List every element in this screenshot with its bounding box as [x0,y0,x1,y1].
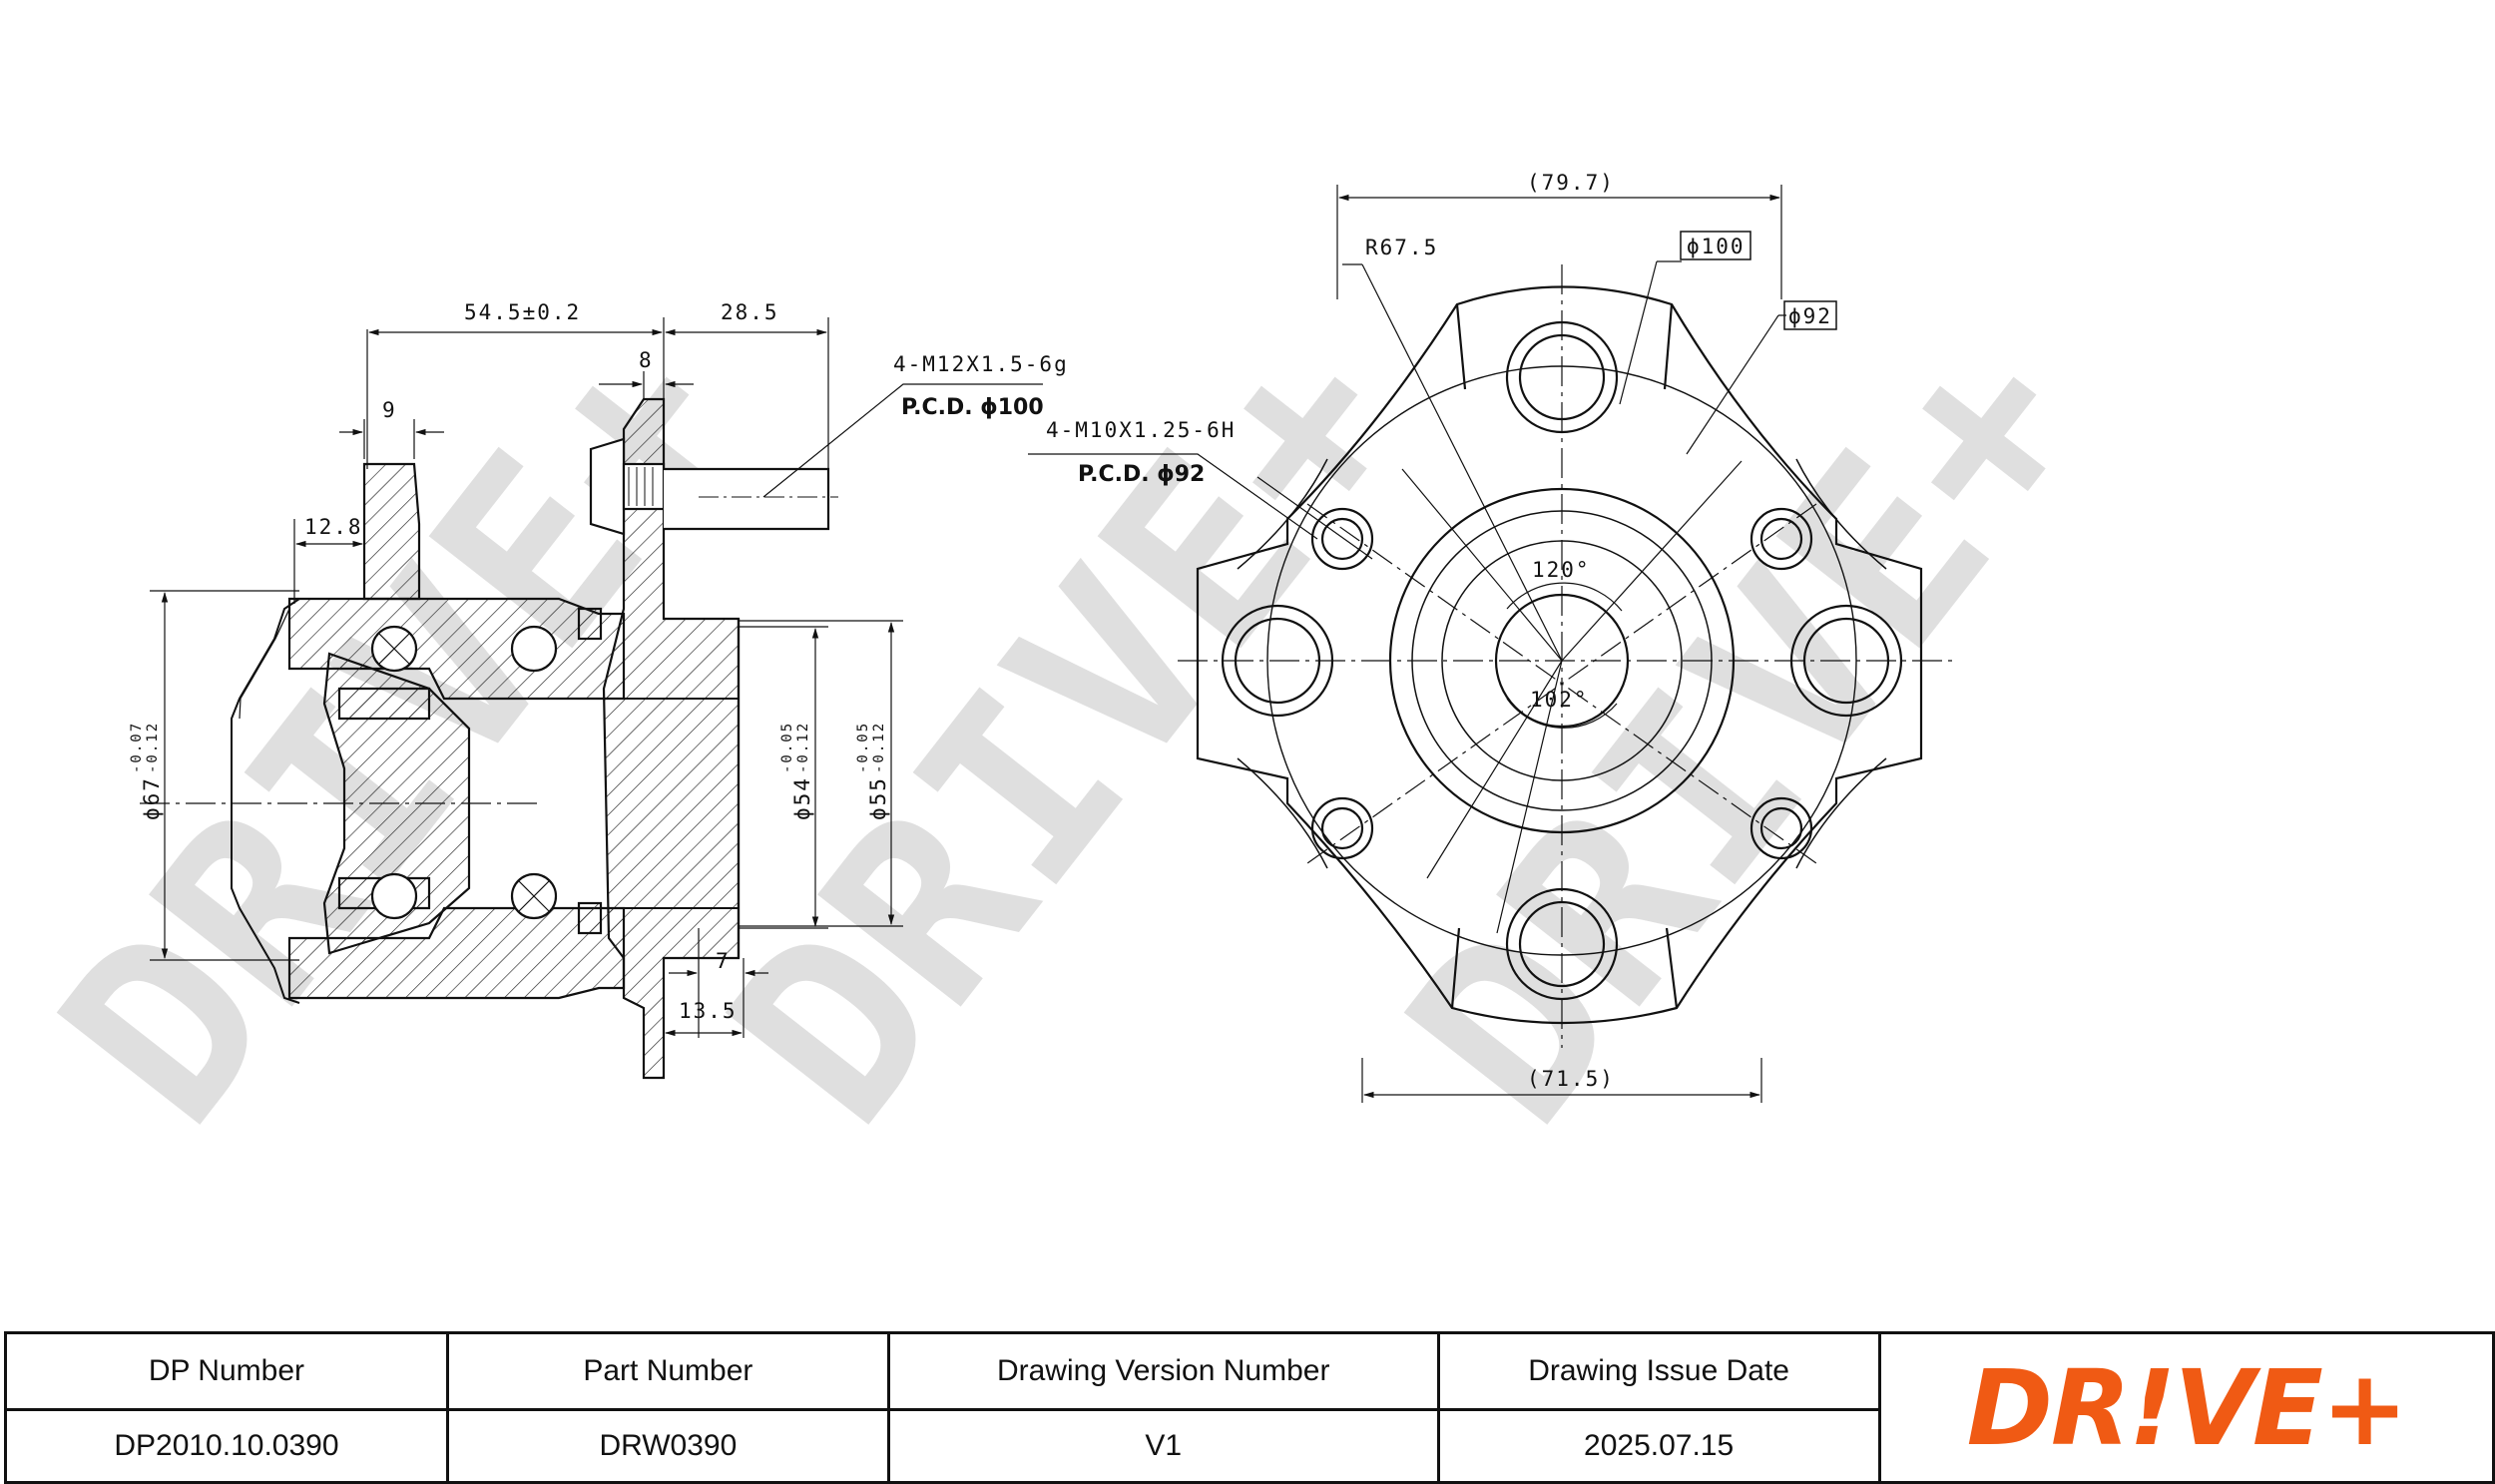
callout-mount-thread: 4-M10X1.25-6H [1046,418,1236,442]
dim-radius: R67.5 [1365,236,1438,259]
dim-width-total: 54.5±0.2 [464,300,581,324]
side-view-labels: 54.5±0.2 28.5 8 9 12.8 ϕ67 -0.07 -0.12 ϕ… [129,300,1069,1023]
header-issue-date: Drawing Issue Date [1436,1331,1881,1411]
header-drawing-version: Drawing Version Number [886,1331,1440,1411]
value-issue-date: 2025.07.15 [1436,1408,1881,1484]
dim-dia-55: ϕ55 [866,776,890,820]
watermark-right: DRIVE+ [1354,285,2138,1175]
technical-drawing: DRIVE+ DRIVE+ DRIVE+ [7,171,2138,1175]
dim-pcd-100: ϕ100 [1687,235,1746,258]
dim-nut-width: 9 [382,398,397,422]
dim-pcd-92: ϕ92 [1788,304,1832,328]
dim-pilot-total: 13.5 [679,999,738,1023]
callout-mount-pcd: P.C.D. ϕ92 [1078,462,1205,487]
dim-dia-55-tol-lo: -0.12 [871,722,887,773]
dim-stud-length: 28.5 [721,300,779,324]
dim-angle-120: 120° [1532,558,1591,582]
brand-logo: DR!VE+ [1966,1346,2409,1469]
dim-bottom-width: (71.5) [1527,1067,1615,1091]
dim-dia-67-tol-up: -0.07 [129,722,145,773]
dim-boss: 12.8 [304,515,363,539]
front-view [1178,264,1956,1048]
dim-top-width: (79.7) [1527,171,1615,195]
dim-dia-67: ϕ67 [140,776,164,820]
dim-dia-54-tol-lo: -0.12 [795,722,811,773]
dim-dia-54: ϕ54 [790,776,814,820]
dim-dia-54-tol-up: -0.05 [779,722,795,773]
value-drawing-version: V1 [886,1408,1440,1484]
dim-dia-55-tol-up: -0.05 [855,722,871,773]
value-part-number: DRW0390 [445,1408,890,1484]
callout-stud-thread: 4-M12X1.5-6g [893,352,1069,376]
dim-pilot: 7 [716,949,731,973]
logo-cell: DR!VE+ [1877,1331,2495,1484]
side-view-dimensions [150,317,1043,1038]
value-dp-number: DP2010.10.0390 [4,1408,449,1484]
title-block: DP Number Part Number Drawing Version Nu… [0,1331,2495,1484]
header-dp-number: DP Number [4,1331,449,1411]
front-view-labels: (79.7) (71.5) R67.5 ϕ100 ϕ92 120° 102° 4… [1046,171,1837,1091]
dim-flange: 8 [639,348,654,372]
dim-angle-102: 102° [1530,688,1589,712]
callout-stud-pcd: P.C.D. ϕ100 [901,395,1044,420]
header-part-number: Part Number [445,1331,890,1411]
side-section-view [140,397,838,1080]
dim-dia-67-tol-lo: -0.12 [145,722,161,773]
front-view-construction [1028,185,1817,1103]
